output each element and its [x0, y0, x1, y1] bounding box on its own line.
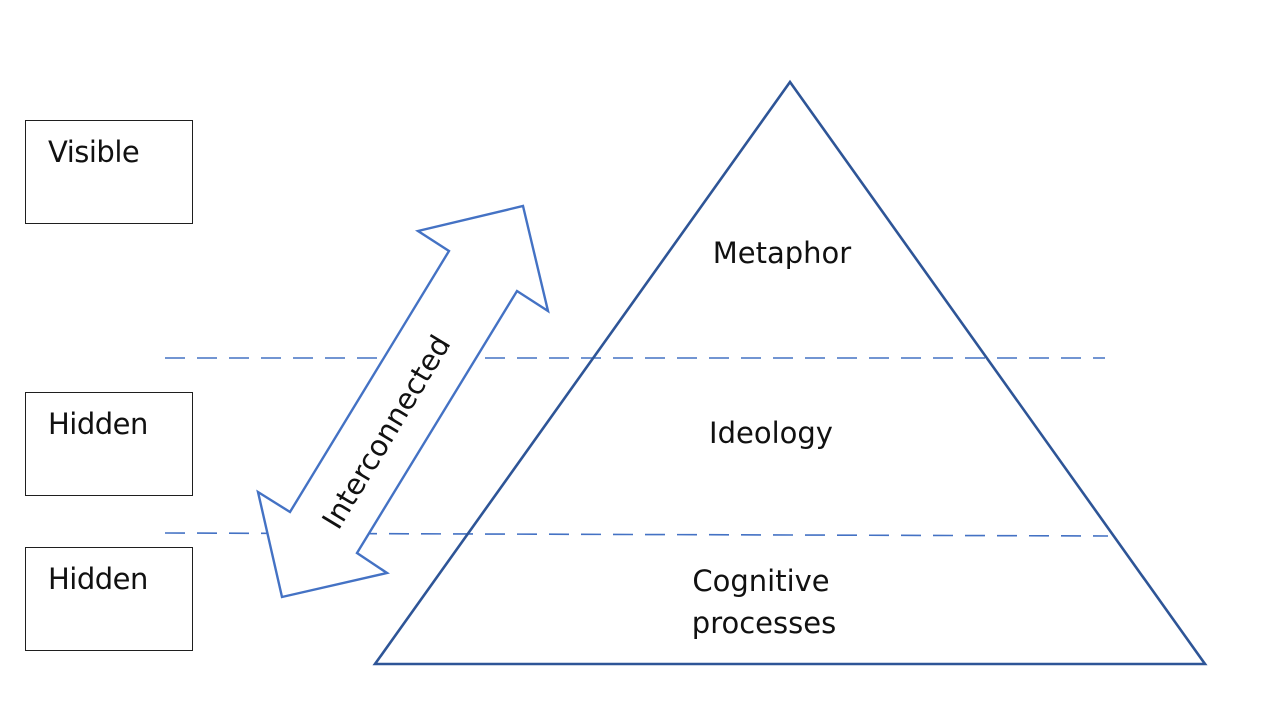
visible-level-box: Visible — [25, 120, 193, 224]
hidden-level-box-1: Hidden — [25, 392, 193, 496]
hidden-level-label-1: Hidden — [48, 407, 148, 441]
processes-label: processes — [692, 606, 836, 640]
interconnected-double-arrow — [256, 204, 550, 599]
divider-line-lower — [164, 532, 1109, 537]
ideology-label: Ideology — [709, 416, 833, 450]
visible-level-label: Visible — [48, 135, 140, 169]
cognitive-label: Cognitive — [692, 564, 829, 598]
metaphor-label: Metaphor — [713, 236, 852, 270]
hidden-level-label-2: Hidden — [48, 562, 148, 596]
pyramid-triangle — [372, 79, 1208, 666]
hidden-level-box-2: Hidden — [25, 547, 193, 651]
